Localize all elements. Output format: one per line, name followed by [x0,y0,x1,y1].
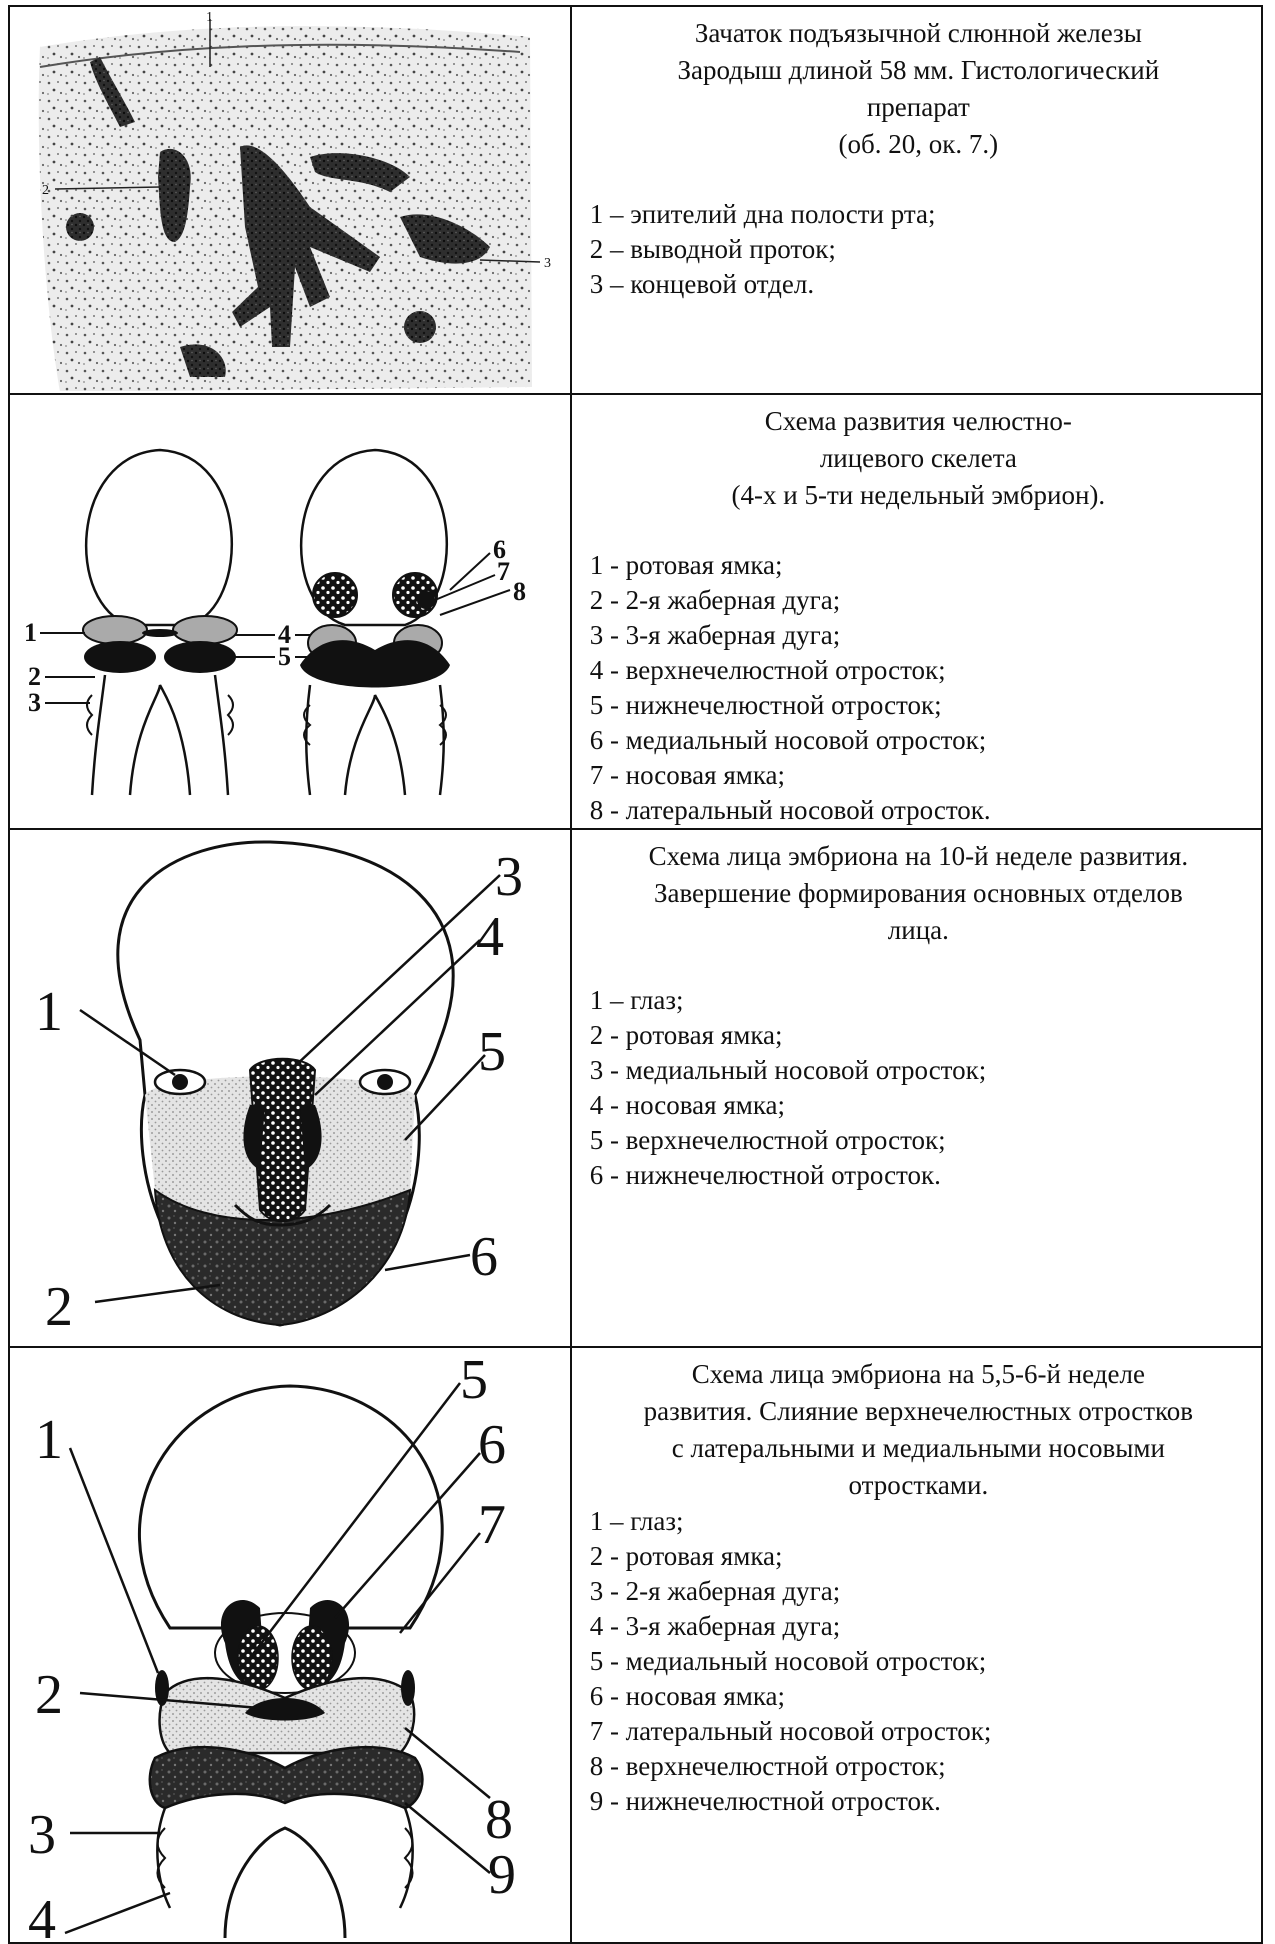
description-cell: Схема лица эмбриона на 5,5-6-й неделе ра… [571,1347,1262,1943]
legend-item: 6 - носовая ямка; [590,1679,1247,1714]
figure-label: 2 [35,1664,63,1726]
figure-label: 6 [478,1414,506,1476]
table-row: 1 2 3 4 5 6 7 8 9 Схема лица эмб [9,1347,1262,1943]
figure-legend: 1 – глаз; 2 - ротовая ямка; 3 - медиальн… [590,983,1247,1193]
figure-label: 1 [24,618,37,647]
figure-label: 9 [488,1844,516,1906]
legend-item: 3 - медиальный носовой отросток; [590,1053,1247,1088]
figure-caption: Схема развития челюстно- лицевого скелет… [590,403,1247,514]
caption-line: лицевого скелета [820,443,1017,473]
description-cell: Схема лица эмбриона на 10-й неделе разви… [571,829,1262,1347]
figure-label: 1 [35,981,63,1043]
content-table: 1 2 3 Зачаток подъязычной слюнной железы… [8,5,1263,1944]
figure-label: 2 [28,662,41,691]
table-row: 1 2 3 6 7 [9,394,1262,829]
legend-item: 4 - носовая ямка; [590,1088,1247,1123]
caption-line: лица. [888,915,949,945]
figure-cell: 1 2 3 4 5 6 7 8 9 [9,1347,571,1943]
figure-caption: Зачаток подъязычной слюнной железы Зарод… [590,15,1247,163]
caption-line: препарат [867,92,970,122]
legend-item: 5 - нижнечелюстной отросток; [590,688,1247,723]
figure-label: 5 [478,1021,506,1083]
figure-caption: Схема лица эмбриона на 10-й неделе разви… [590,838,1247,949]
caption-line: отростками. [848,1470,988,1500]
caption-line: с латеральными и медиальными носовыми [672,1433,1165,1463]
legend-item: 5 - верхнечелюстной отросток; [590,1123,1247,1158]
legend-item: 8 - верхнечелюстной отросток; [590,1749,1247,1784]
figure-label: 3 [495,846,523,908]
caption-line: (об. 20, ок. 7.) [839,129,999,159]
legend-item: 2 - ротовая ямка; [590,1539,1247,1574]
caption-line: Зачаток подъязычной слюнной железы [695,18,1142,48]
legend-item: 2 - 2-я жаберная дуга; [590,583,1247,618]
caption-line: Схема лица эмбриона на 5,5-6-й неделе [692,1359,1145,1389]
legend-item: 1 - ротовая ямка; [590,548,1247,583]
figure-label: 3 [28,688,41,717]
description-cell: Зачаток подъязычной слюнной железы Зарод… [571,6,1262,394]
figure-label: 6 [470,1226,498,1288]
legend-item: 1 – эпителий дна полости рта; [590,197,1247,232]
legend-item: 3 - 3-я жаберная дуга; [590,618,1247,653]
figure-label: 5 [278,642,291,671]
legend-item: 2 - ротовая ямка; [590,1018,1247,1053]
histology-figure: 1 2 3 [10,7,566,391]
caption-line: Завершение формирования основных отделов [654,878,1183,908]
figure-label: 1 [35,1409,63,1471]
figure-label: 8 [513,577,526,606]
legend-item: 9 - нижнечелюстной отросток. [590,1784,1247,1819]
legend-item: 3 - 2-я жаберная дуга; [590,1574,1247,1609]
legend-item: 4 - 3-я жаберная дуга; [590,1609,1247,1644]
figure-label: 8 [485,1789,513,1851]
legend-item: 6 - нижнечелюстной отросток. [590,1158,1247,1193]
figure-label: 1 [206,10,213,25]
figure-label: 4 [476,906,504,968]
caption-line: Схема лица эмбриона на 10-й неделе разви… [649,841,1189,871]
figure-label: 7 [478,1494,506,1556]
legend-item: 1 – глаз; [590,1504,1247,1539]
embryo-weeks-figure: 1 2 3 6 7 [10,395,566,809]
legend-item: 1 – глаз; [590,983,1247,1018]
table-row: 1 2 3 4 5 6 Схема лица эмбриона на 10-й … [9,829,1262,1347]
embryo-5-6-week-figure: 1 2 3 4 5 6 7 8 9 [10,1348,566,1940]
figure-legend: 1 - ротовая ямка; 2 - 2-я жаберная дуга;… [590,548,1247,828]
figure-cell: 1 2 3 6 7 [9,394,571,829]
caption-line: Зародыш длиной 58 мм. Гистологический [677,55,1159,85]
legend-item: 7 - носовая ямка; [590,758,1247,793]
figure-label: 3 [544,256,551,271]
figure-label: 4 [28,1889,56,1940]
legend-item: 4 - верхнечелюстной отросток; [590,653,1247,688]
figure-cell: 1 2 3 4 5 6 [9,829,571,1347]
figure-caption: Схема лица эмбриона на 5,5-6-й неделе ра… [590,1356,1247,1504]
caption-line: Схема развития челюстно- [765,406,1072,436]
caption-line: (4-х и 5-ти недельный эмбрион). [732,480,1106,510]
figure-label: 3 [28,1804,56,1866]
figure-cell: 1 2 3 [9,6,571,394]
legend-item: 2 – выводной проток; [590,232,1247,267]
figure-label: 5 [460,1349,488,1411]
legend-item: 7 - латеральный носовой отросток; [590,1714,1247,1749]
figure-label: 2 [42,183,49,198]
legend-item: 8 - латеральный носовой отросток. [590,793,1247,828]
legend-item: 6 - медиальный носовой отросток; [590,723,1247,758]
figure-legend: 1 – глаз; 2 - ротовая ямка; 3 - 2-я жабе… [590,1504,1247,1819]
embryo-10-week-figure: 1 2 3 4 5 6 [10,830,566,1344]
description-cell: Схема развития челюстно- лицевого скелет… [571,394,1262,829]
caption-line: развития. Слияние верхнечелюстных отрост… [644,1396,1193,1426]
figure-legend: 1 – эпителий дна полости рта; 2 – выводн… [590,197,1247,302]
legend-item: 5 - медиальный носовой отросток; [590,1644,1247,1679]
legend-item: 3 – концевой отдел. [590,267,1247,302]
figure-label: 2 [45,1276,73,1338]
figure-label: 7 [497,557,510,586]
table-row: 1 2 3 Зачаток подъязычной слюнной железы… [9,6,1262,394]
